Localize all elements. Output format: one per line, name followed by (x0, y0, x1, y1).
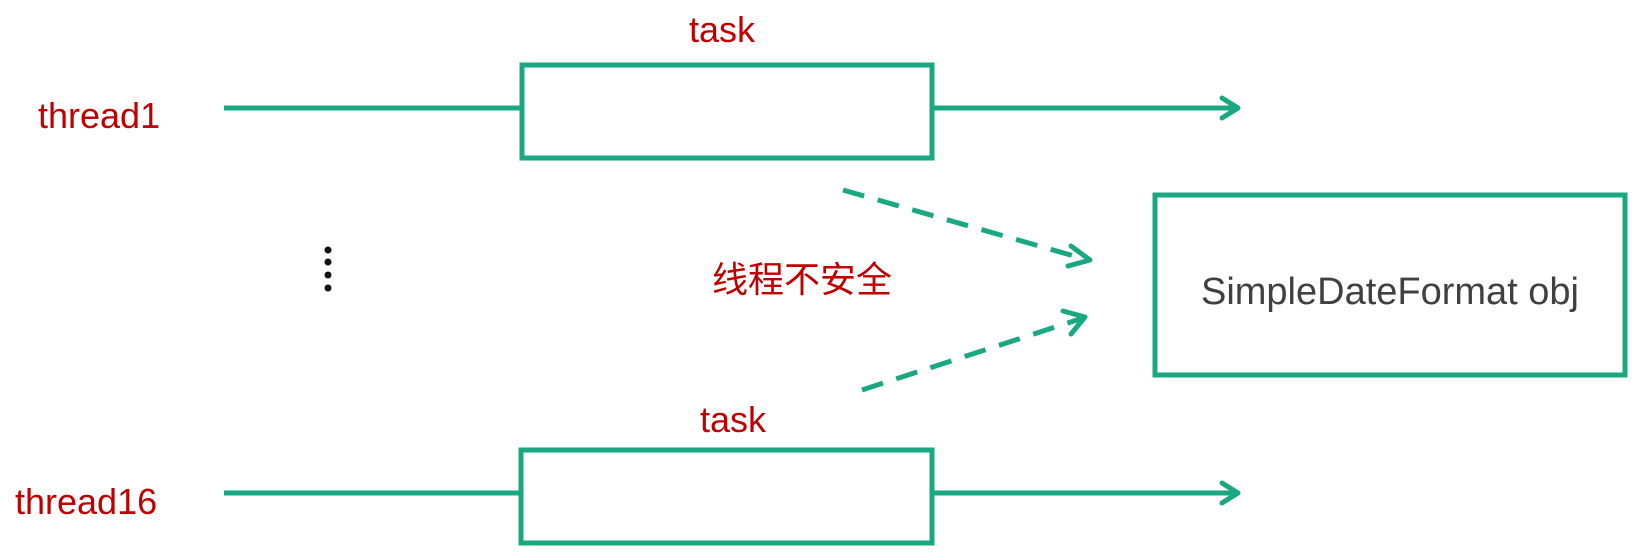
thread-1-arrowhead (1219, 95, 1241, 121)
dashed-arrow-lower-head (1060, 308, 1088, 337)
thread-16-arrowhead (1219, 480, 1241, 506)
thread-16-label: thread16 (15, 481, 157, 522)
task-16-label: task (700, 399, 767, 440)
thread-unsafe-label: 线程不安全 (712, 259, 892, 300)
thread-1-label: thread1 (38, 95, 160, 136)
task-1-box (519, 62, 935, 161)
task-16-box (518, 447, 935, 546)
dashed-arrow-upper (842, 187, 1089, 263)
task-1-label: task (689, 9, 756, 50)
shared-object-box (1152, 192, 1628, 378)
shared-object-label: SimpleDateFormat obj (1201, 271, 1579, 313)
vertical-ellipsis-icon (324, 246, 332, 292)
dashed-arrow-upper-head (1065, 243, 1093, 269)
dashed-arrow-lower (861, 315, 1084, 393)
